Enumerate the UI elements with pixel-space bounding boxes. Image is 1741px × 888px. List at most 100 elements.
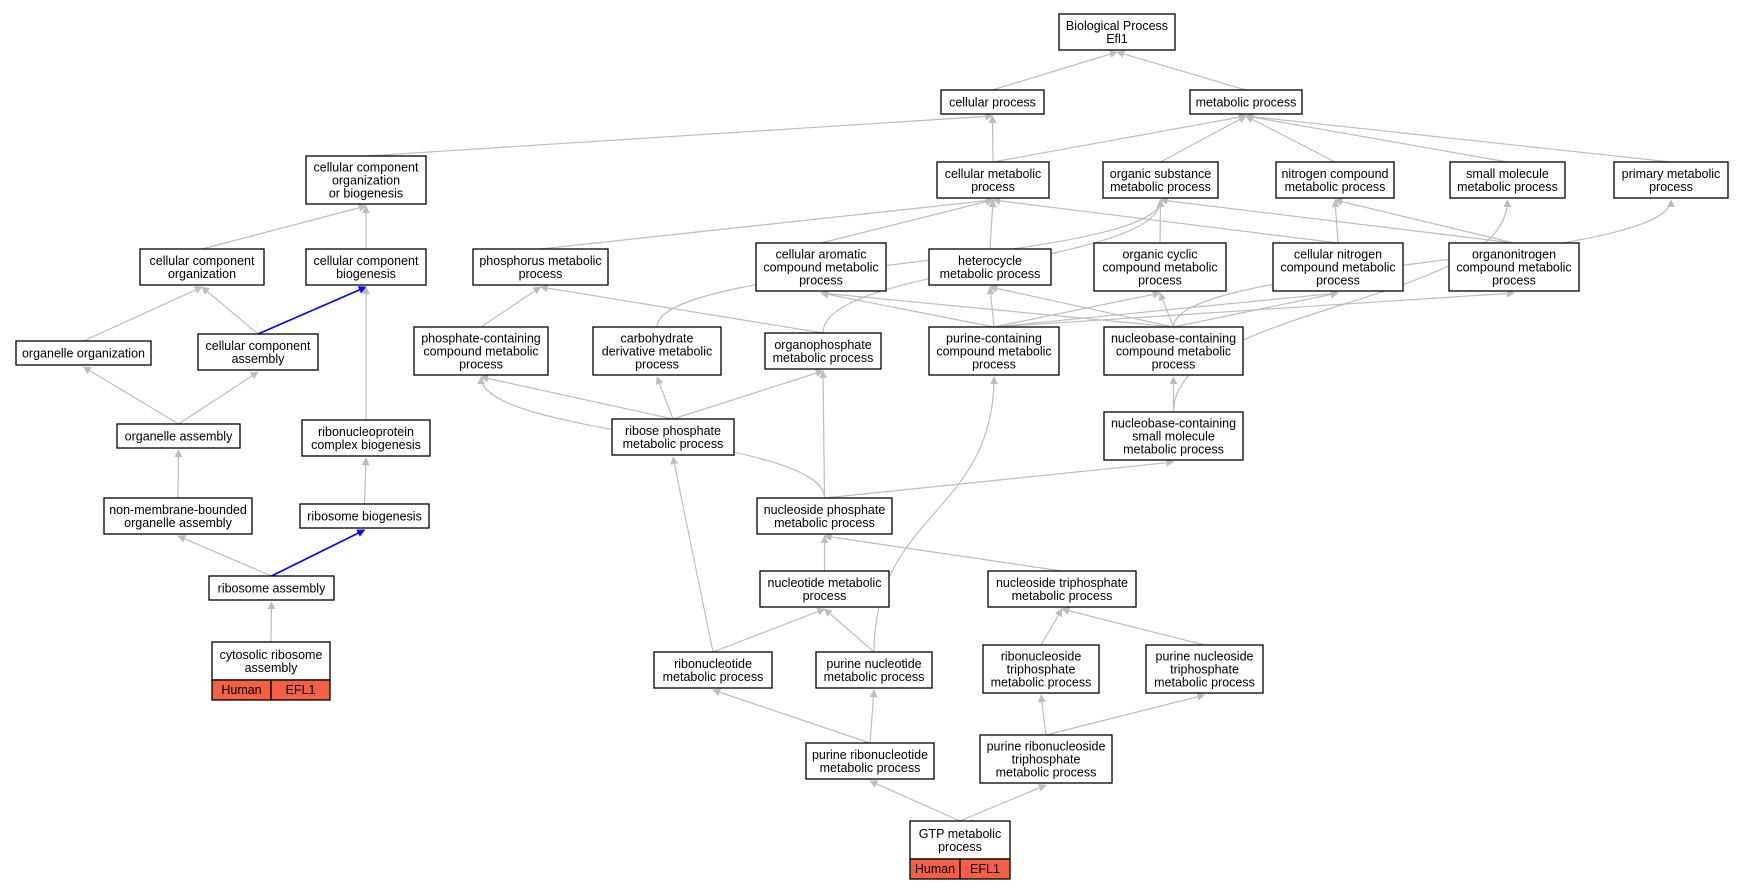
node-label-line: purine ribonucleotide	[812, 748, 928, 762]
edge-cncm-to-cmp	[992, 196, 1339, 244]
node-prnt[interactable]: purine ribonucleosidetriphosphatemetabol…	[979, 734, 1113, 784]
gene-label: EFL1	[286, 683, 316, 697]
edge-cp-to-bp	[992, 50, 1118, 91]
edge-oncm-to-ncmp	[1334, 197, 1515, 244]
node-label-line: process	[1649, 180, 1693, 194]
node-box	[413, 326, 549, 376]
edge-pntp-to-ntpm	[1061, 606, 1205, 646]
node-oo[interactable]: organelle organization	[15, 340, 152, 366]
edge-cco-to-ccob	[201, 203, 367, 250]
node-box	[1448, 242, 1580, 292]
node-label-line: nucleobase-containing	[1111, 332, 1236, 346]
node-box	[197, 333, 319, 371]
node-label-line: cellular nitrogen	[1294, 248, 1382, 262]
node-label-line: organelle organization	[22, 347, 145, 361]
edge-nbcm-to-pmp	[1172, 199, 1675, 328]
node-label-line: organonitrogen	[1472, 248, 1556, 262]
node-label-line: cellular process	[949, 96, 1036, 110]
node-label-line: cellular component	[150, 254, 255, 268]
node-label-line: metabolic process	[773, 351, 874, 365]
node-box	[805, 742, 935, 780]
node-box	[1058, 13, 1176, 51]
node-label-line: metabolic process	[940, 267, 1041, 281]
edge-nbcm-to-hmp	[989, 284, 1174, 328]
node-label-line: biogenesis	[336, 267, 396, 281]
node-cp[interactable]: cellular process	[940, 89, 1045, 115]
node-box	[116, 423, 241, 449]
node-box	[756, 497, 893, 535]
edge-gtp-to-prnt	[959, 784, 1047, 822]
node-label-line: GTP metabolic	[919, 827, 1001, 841]
node-label-line: cellular metabolic	[945, 167, 1042, 181]
node-label-line: cytosolic ribosome	[220, 648, 323, 662]
node-label-line: derivative metabolic	[602, 345, 712, 359]
node-label-line: compound metabolic	[423, 345, 538, 359]
node-label-line: cellular aromatic	[775, 248, 866, 262]
node-box	[305, 155, 427, 205]
edge-oncm-to-osmp	[1159, 196, 1515, 244]
edge-pccm-to-phmp	[480, 286, 542, 328]
edge-phmp-to-cmp	[540, 196, 994, 250]
node-box	[299, 503, 430, 529]
node-ra[interactable]: ribosome assembly	[208, 575, 335, 601]
node-label-line: cellular component	[314, 254, 419, 268]
edge-ra-to-nmoa	[177, 535, 272, 577]
node-mp[interactable]: metabolic process	[1189, 89, 1303, 115]
edge-oa-to-oo	[82, 366, 179, 425]
node-rb[interactable]: ribosome biogenesis	[299, 503, 430, 529]
species-label: Human	[915, 862, 955, 876]
node-box	[928, 326, 1060, 376]
node-label-line: compound metabolic	[1116, 345, 1231, 359]
node-label-line: or biogenesis	[329, 187, 403, 201]
node-box	[979, 734, 1113, 784]
node-label-line: metabolic process	[1196, 96, 1297, 110]
node-label-line: purine nucleotide	[826, 657, 921, 671]
node-box	[472, 248, 609, 286]
node-box	[211, 641, 331, 681]
edge-ntpm-to-nspm	[823, 533, 1063, 572]
node-oa[interactable]: organelle assembly	[116, 423, 241, 449]
node-label-line: Biological Process	[1066, 19, 1168, 33]
node-label-line: process	[1316, 274, 1360, 288]
node-label-line: organic cyclic	[1122, 248, 1197, 262]
node-label-line: compound metabolic	[1102, 261, 1217, 275]
node-box	[1145, 644, 1264, 694]
node-box	[815, 651, 933, 689]
